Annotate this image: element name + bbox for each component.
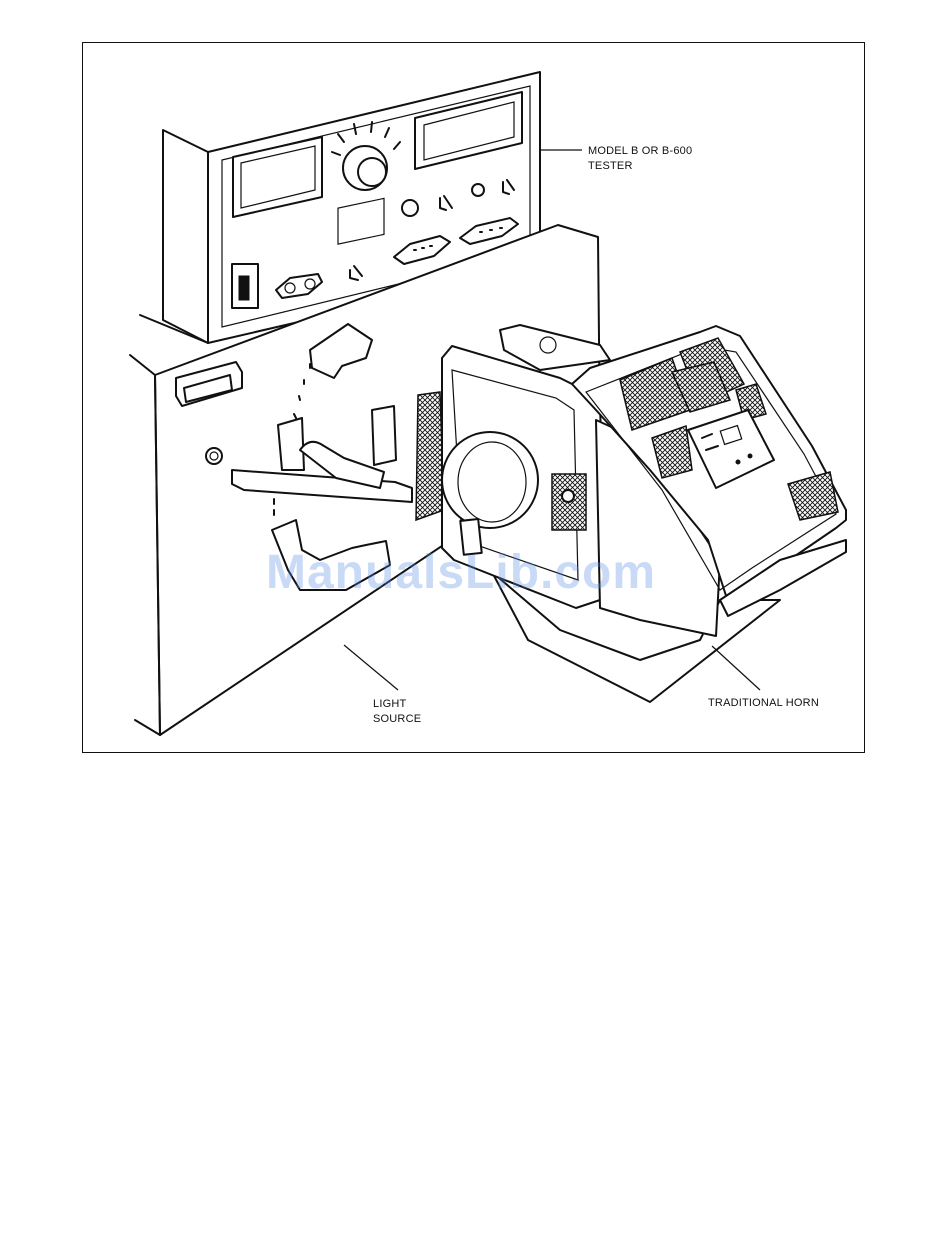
push-button (206, 448, 222, 464)
callout-leader-horn (712, 646, 760, 690)
indicator-lamp (472, 184, 484, 196)
callout-leader-light (344, 645, 398, 690)
watermark: ManualsLib.com (266, 545, 656, 600)
tester-callout: MODEL B OR B-600 TESTER (588, 144, 692, 174)
horn-callout: TRADITIONAL HORN (708, 696, 819, 711)
horn-lens (442, 432, 538, 528)
traditional-horn (442, 325, 846, 702)
knob (402, 200, 418, 216)
light-source-callout: LIGHT SOURCE (373, 697, 421, 727)
